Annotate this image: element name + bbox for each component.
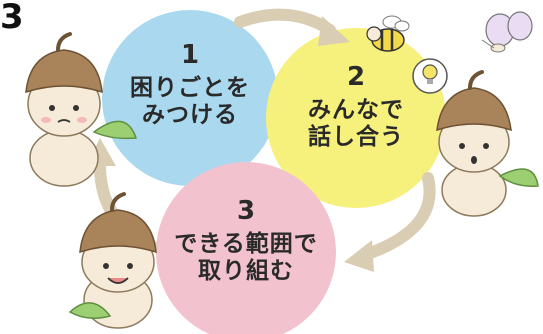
step-1-line-2: みつける — [142, 101, 238, 128]
step-1-circle — [102, 10, 278, 186]
step-2-circle — [266, 28, 446, 208]
step-3-line-2: 取り組む — [198, 257, 294, 284]
acorn-character-worried-icon — [25, 32, 138, 187]
step-2-text: 2 みんなで 話し合う — [286, 62, 426, 151]
acorn-character-surprised-icon — [436, 70, 539, 217]
lightbulb-idea-icon — [412, 58, 448, 94]
bee-icon — [366, 15, 410, 52]
step-3-line-1: できる範囲で — [174, 230, 318, 257]
step-1-number: 1 — [180, 40, 200, 70]
step-2-number: 2 — [346, 62, 366, 92]
arrowhead-1-to-2 — [318, 16, 350, 46]
step-1-text: 1 困りごとを みつける — [120, 40, 260, 129]
step-3-text: 3 できる範囲で 取り組む — [166, 196, 326, 285]
arrow-2-to-3 — [356, 172, 436, 262]
acorn-character-cheerful-icon — [68, 192, 157, 329]
step-2-line-2: 話し合う — [308, 123, 404, 150]
step-3-circle — [156, 162, 336, 334]
step-3-number: 3 — [236, 196, 256, 226]
step-2-line-1: みんなで — [308, 96, 404, 123]
corner-label: 3 — [0, 0, 24, 37]
arrowhead-2-to-3 — [344, 240, 374, 272]
arrow-1-to-2 — [234, 8, 336, 36]
butterfly-icon — [481, 11, 533, 53]
step-1-line-1: 困りごとを — [130, 74, 250, 101]
